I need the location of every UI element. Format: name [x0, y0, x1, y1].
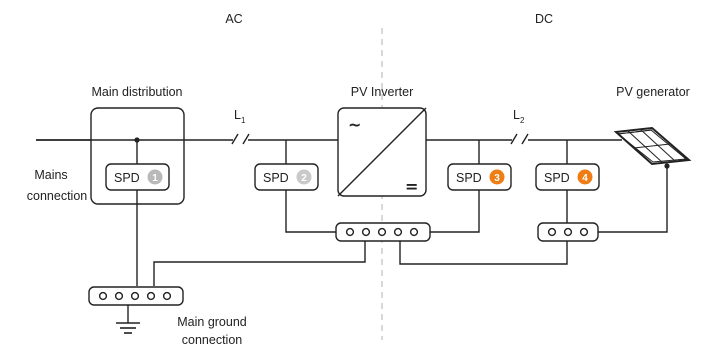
spd-1-number: 1 — [152, 173, 158, 184]
l2-break-symbol — [510, 133, 529, 145]
spd-4: SPD 4 — [535, 163, 600, 191]
mains-connection-label-line1: Mains — [34, 168, 67, 182]
dc-label: DC — [535, 12, 553, 26]
spd-2-label: SPD — [263, 171, 289, 185]
spd-1: SPD 1 — [105, 163, 170, 191]
inverter-dc-symbol: = — [405, 177, 418, 196]
ground-icon — [116, 305, 140, 334]
main-ground-label-line1: Main ground — [177, 315, 247, 329]
spd-3-number-badge — [489, 169, 505, 185]
pv-generator-label: PV generator — [616, 85, 690, 99]
spd-4-number-badge — [577, 169, 593, 185]
inverter-terminal-bar — [335, 222, 431, 242]
main-ground-label-line2: connection — [182, 333, 243, 347]
spd-3-label: SPD — [456, 171, 482, 185]
spd-3-number: 3 — [494, 173, 500, 184]
inverter-ac-symbol: ~ — [348, 115, 361, 134]
mains-connection-label-line2: connection — [27, 189, 88, 203]
spd-2-number-badge — [296, 169, 312, 185]
solar-panel-icon — [613, 126, 692, 166]
spd-1-number-badge — [147, 169, 163, 185]
ac-label: AC — [225, 12, 242, 26]
l1-break-symbol — [231, 133, 250, 145]
main-distribution-label: Main distribution — [91, 85, 182, 99]
spd-4-label: SPD — [544, 171, 570, 185]
pv-inverter: ~ = — [337, 107, 427, 197]
spd-2: SPD 2 — [254, 163, 319, 191]
spd-4-number: 4 — [582, 173, 588, 184]
l1-label: L1 — [234, 108, 246, 125]
spd-2-number: 2 — [301, 173, 307, 184]
l2-label: L2 — [513, 108, 525, 125]
main-ground-terminal-bar — [88, 286, 184, 306]
spd-3: SPD 3 — [447, 163, 512, 191]
spd-1-label: SPD — [114, 171, 140, 185]
pv-inverter-label: PV Inverter — [351, 85, 414, 99]
dc-terminal-bar — [537, 222, 599, 242]
